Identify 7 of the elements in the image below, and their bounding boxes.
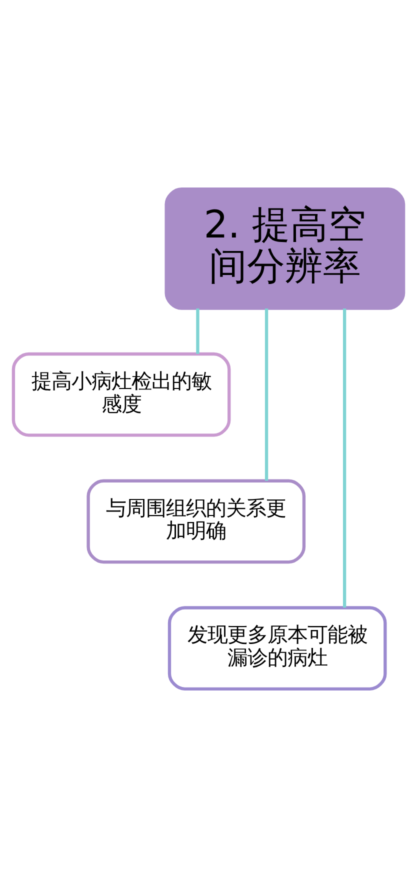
connector — [342, 308, 346, 608]
node-box: 提高小病灶检出的敏感度 — [12, 352, 231, 436]
node-box: 发现更多原本可能被漏诊的病灶 — [168, 606, 387, 690]
connector — [196, 308, 200, 354]
connector — [264, 308, 268, 480]
node-box: 2. 提高空间分辨率 — [164, 186, 406, 310]
node-box: 与周围组织的关系更加明确 — [86, 478, 306, 564]
